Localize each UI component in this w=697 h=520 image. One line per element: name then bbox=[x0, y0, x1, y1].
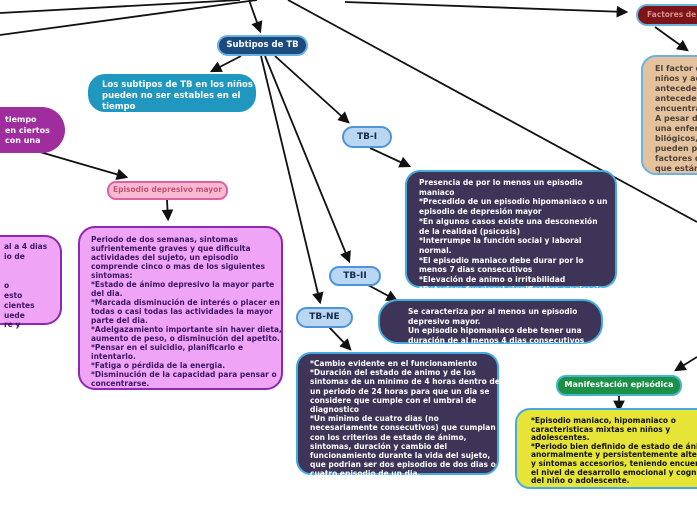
connector-line bbox=[264, 55, 351, 264]
connector-line bbox=[674, 356, 697, 372]
node-manifestacion-episodica[interactable]: Manifestación episódica bbox=[556, 375, 682, 396]
connector-line bbox=[248, 0, 263, 34]
connector-line bbox=[287, 0, 697, 223]
connector-line bbox=[0, 0, 258, 36]
node-subtipos-de-tb[interactable]: Subtipos de TB bbox=[217, 35, 308, 56]
connector-line bbox=[0, 0, 241, 14]
node-tb-ii[interactable]: TB-II bbox=[329, 266, 381, 286]
node-tb-ne[interactable]: TB-NE bbox=[296, 307, 353, 328]
connector-line bbox=[344, 1, 629, 18]
node-tb-i[interactable]: TB-I bbox=[342, 126, 392, 148]
connector-line bbox=[209, 55, 242, 73]
connector-line bbox=[367, 284, 399, 302]
connector-line bbox=[274, 55, 350, 124]
node-factores-de-riesgo[interactable]: Factores de riesgo bbox=[636, 4, 697, 26]
note-tb-ne-detalle[interactable]: *Cambio evidente en el funcionamiento*Du… bbox=[296, 352, 500, 478]
connector-line bbox=[328, 326, 352, 351]
connector-line bbox=[161, 199, 174, 222]
connector-line bbox=[654, 26, 689, 52]
connector-line bbox=[369, 147, 412, 168]
node-episodio-depresivo-mayor[interactable]: Episodio depresivo mayor bbox=[107, 181, 228, 200]
connector-line bbox=[260, 55, 324, 305]
connector-line bbox=[39, 151, 129, 181]
